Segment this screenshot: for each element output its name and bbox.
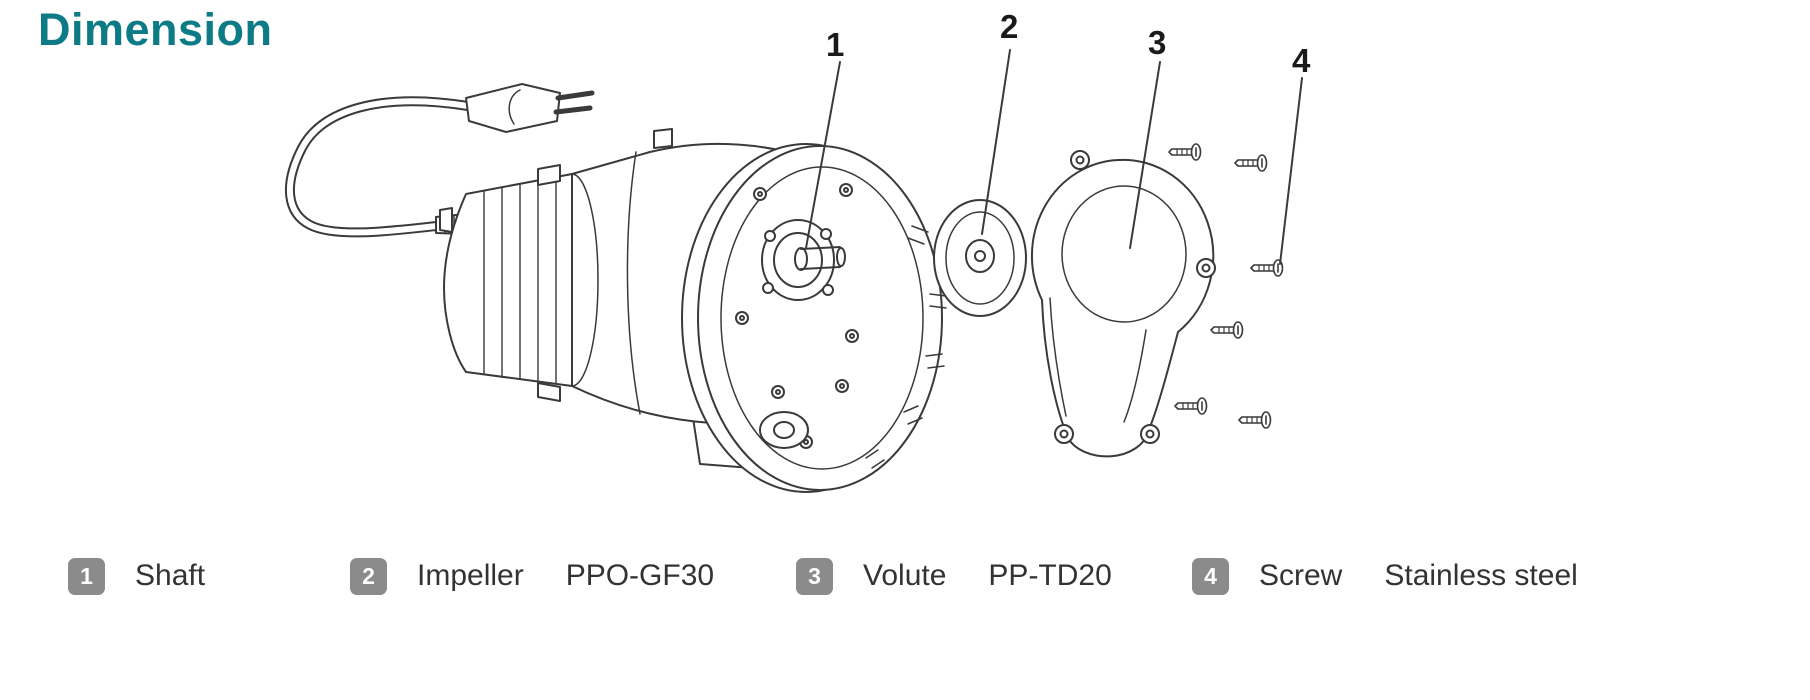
legend-badge-4: 4 [1192, 557, 1229, 595]
legend-part-material: PP-TD20 [988, 559, 1112, 592]
legend-badge-2: 2 [350, 557, 387, 595]
legend-badge-3: 3 [796, 557, 833, 595]
legend-part-material: PPO-GF30 [565, 559, 715, 592]
legend-badge-1: 1 [68, 557, 105, 595]
legend-part-name: Volute [863, 559, 947, 592]
legend-item-impeller: 2 Impeller PPO-GF30 [350, 556, 714, 596]
page-title: Dimension [38, 4, 273, 55]
callout-number-1: 1 [826, 26, 845, 63]
legend-part-name: Impeller [417, 559, 524, 592]
legend-part-name: Screw [1259, 559, 1343, 592]
callout-number-4: 4 [1292, 42, 1311, 79]
housing-flange-drawing [681, 143, 947, 493]
callout-leader-lines [805, 49, 1303, 265]
legend-part-name: Shaft [135, 559, 206, 592]
impeller-drawing [933, 199, 1027, 317]
legend-item-screw: 4 Screw Stainless steel [1192, 556, 1578, 596]
shaft-drawing [794, 246, 846, 271]
callout-number-3: 3 [1148, 24, 1167, 61]
volute-cover-drawing [1030, 150, 1216, 458]
callout-number-2: 2 [1000, 8, 1019, 45]
pump-exploded-drawing [284, 49, 1303, 493]
exploded-view-diagram: 1 2 3 4 [284, 8, 1311, 493]
legend-item-volute: 3 Volute PP-TD20 [796, 556, 1112, 596]
power-plug-icon [465, 83, 595, 133]
legend-part-material: Stainless steel [1384, 559, 1578, 592]
legend-item-shaft: 1 Shaft [68, 556, 247, 596]
